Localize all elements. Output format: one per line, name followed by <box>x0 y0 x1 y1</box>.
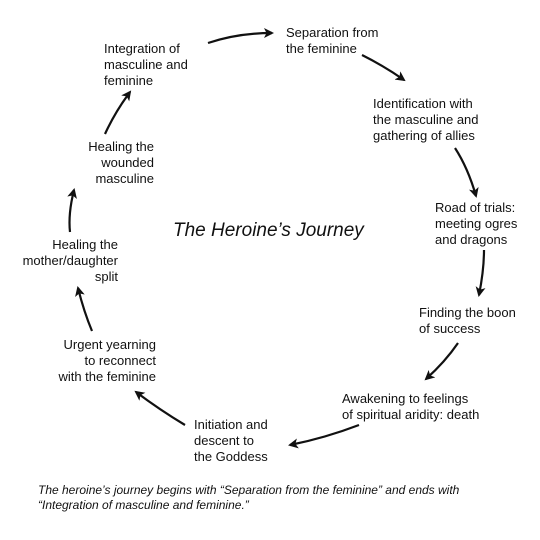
arrow-separation-to-identification <box>361 54 406 82</box>
arrow-identification-to-road <box>454 147 479 198</box>
stage-awakening-spiritual-aridity: Awakening to feelings of spiritual aridi… <box>342 391 480 422</box>
stage-healing-wounded-masculine: Healing the wounded masculine <box>88 139 154 186</box>
stage-healing-mother-daughter: Healing the mother/daughter split <box>22 237 118 284</box>
stage-initiation-descent: Initiation and descent to the Goddess <box>194 417 268 464</box>
arrow-integration-to-separation <box>207 28 274 45</box>
arrow-road-to-boon <box>475 249 486 297</box>
arrow-awakening-to-initiation <box>288 423 360 449</box>
stage-finding-boon: Finding the boon of success <box>419 305 516 336</box>
stage-urgent-yearning: Urgent yearning to reconnect with the fe… <box>58 337 156 384</box>
diagram-title: The Heroine’s Journey <box>173 220 364 241</box>
stage-road-of-trials: Road of trials: meeting ogres and dragon… <box>435 200 518 247</box>
arrow-yearning-to-mother <box>75 286 94 332</box>
arrow-initiation-to-yearning <box>134 390 186 426</box>
stage-separation-from-feminine: Separation from the feminine <box>286 25 379 56</box>
figure-caption: The heroine’s journey begins with “Separ… <box>38 483 460 512</box>
stage-integration-masculine-feminine: Integration of masculine and feminine <box>104 41 188 88</box>
arrow-wounded-to-integration <box>103 90 132 135</box>
arrow-mother-to-wounded <box>67 188 77 233</box>
arrow-boon-to-awakening <box>424 342 459 381</box>
stage-identification-with-masculine: Identification with the masculine and ga… <box>373 96 479 143</box>
